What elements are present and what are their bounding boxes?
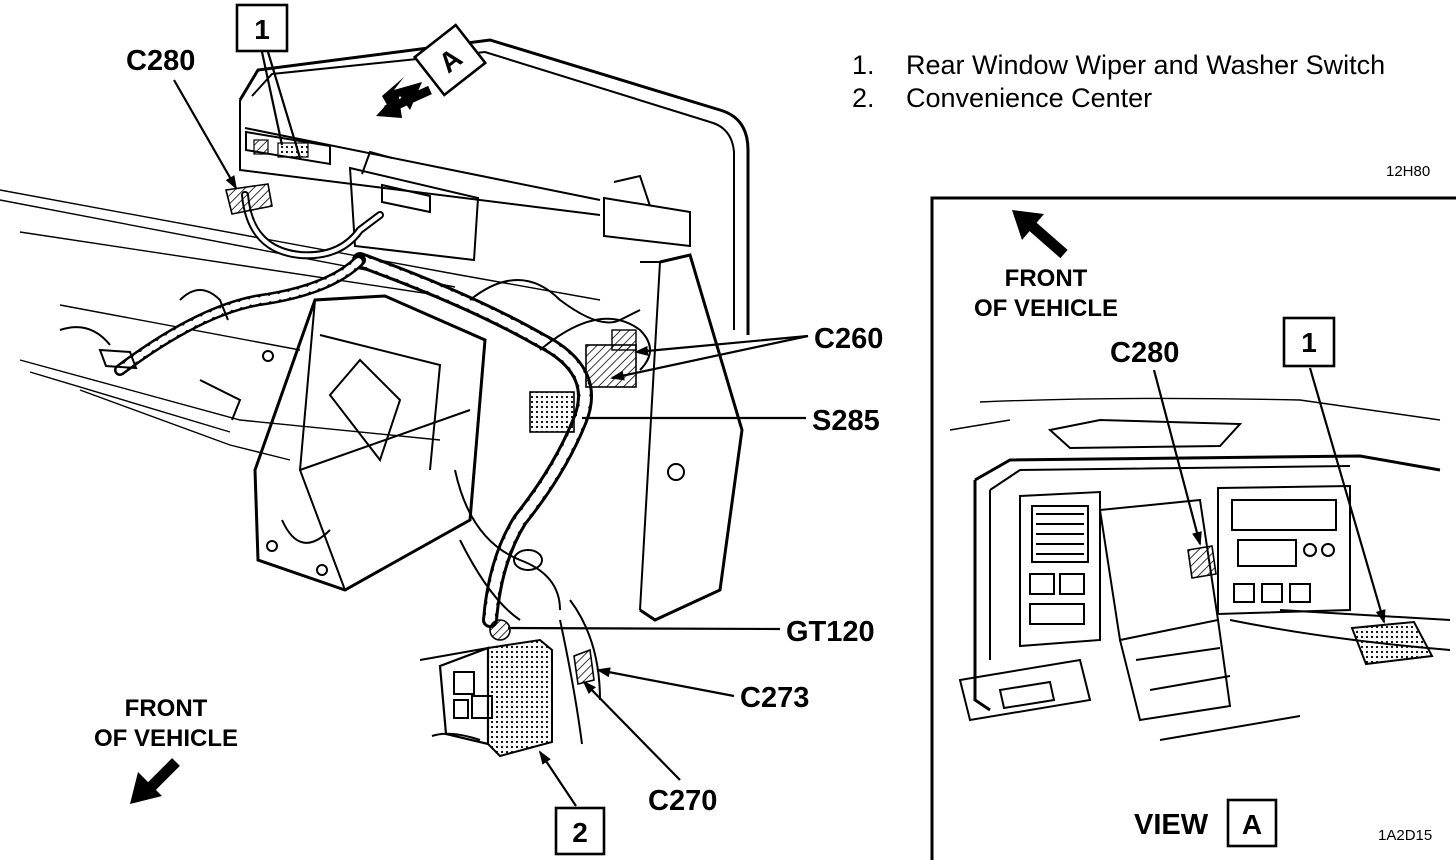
main-view-artwork [0,38,750,758]
legend-item-1-number: 1. [852,50,875,80]
inset-c280-label: C280 [1110,337,1179,369]
main-front-label-line2: OF VEHICLE [94,725,238,752]
gt120-label: GT120 [786,616,875,648]
callout-1-leader [260,51,284,146]
inset-figure-code: 1A2D15 [1378,827,1432,844]
inset-view-a: FRONT OF VEHICLE [930,196,1456,860]
callout-2-number: 2 [572,817,588,848]
inset-callout-1-number: 1 [1301,327,1317,358]
main-front-label-line1: FRONT [125,695,208,722]
callout-2-box [554,806,606,856]
c270-label: C270 [648,785,717,817]
c270-leader [582,680,681,781]
c280-label: C280 [126,45,195,77]
c280-leader [173,79,237,190]
main-figure-code: 12H80 [1386,163,1430,180]
inset-front-arrow-icon [1012,210,1068,259]
gt120-leader [507,626,781,631]
c260-label: C260 [814,323,883,355]
callout-2-leader [538,750,577,807]
legend: 1. Rear Window Wiper and Washer Switch 2… [852,50,1430,180]
inset-front-label-line1: FRONT [1005,265,1088,292]
inset-view-word: VIEW [1134,809,1209,841]
inset-front-label-line2: OF VEHICLE [974,295,1118,322]
callout-1-number: 1 [254,14,270,45]
inset-dashboard-artwork [949,397,1451,741]
main-front-arrow-icon [130,758,180,804]
legend-item-1-text: Rear Window Wiper and Washer Switch [906,50,1385,80]
inset-view-letter: A [1242,809,1262,840]
inset-view-letter-box [1226,798,1278,848]
c260-leader-lower [610,334,809,381]
legend-item-2-number: 2. [852,83,875,113]
callout-1-box [235,3,289,53]
c273-label: C273 [740,682,809,714]
c260-leader-upper [634,334,809,356]
inset-frame [930,196,1456,860]
c273-leader [596,667,735,698]
main-view-labels: 1 C280 A C260 S285 GT120 C273 C270 2 [94,3,883,856]
inset-callout-1-box [1282,316,1336,368]
view-a-flag: A [412,23,488,97]
legend-item-2-text: Convenience Center [906,83,1152,113]
s285-label: S285 [812,405,880,437]
inset-callout-1-leader [1308,367,1386,624]
inset-c280-leader [1152,369,1202,546]
